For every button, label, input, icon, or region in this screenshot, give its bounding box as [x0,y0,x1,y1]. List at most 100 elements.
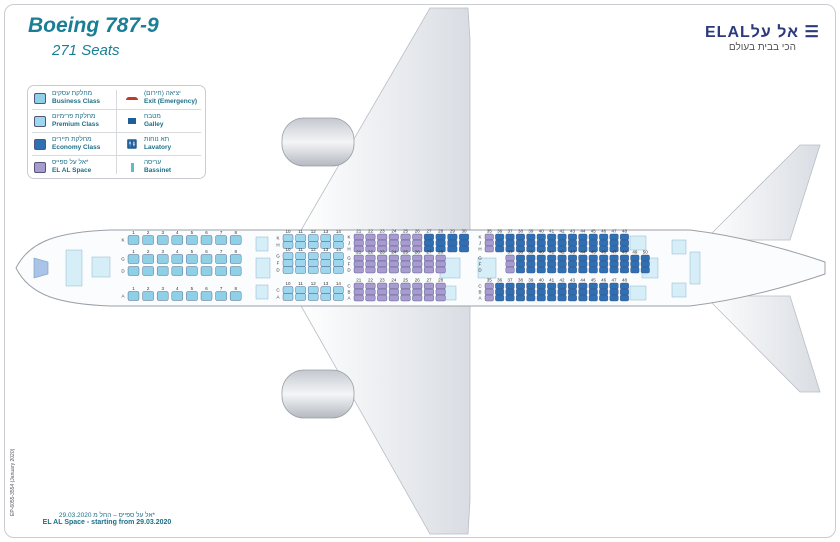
seat-14A[interactable] [333,293,344,301]
seat-47B[interactable] [609,288,619,296]
seat-44J[interactable] [578,239,588,247]
seat-29J[interactable] [447,239,458,247]
seat-45B[interactable] [588,288,598,296]
seat-13F[interactable] [320,259,331,267]
seat-41H[interactable] [547,245,557,253]
seat-50F[interactable] [640,260,650,268]
seat-37J[interactable] [505,239,515,247]
seat-37B[interactable] [505,288,515,296]
seat-44H[interactable] [578,245,588,253]
seat-25G[interactable] [400,254,411,262]
seat-35J[interactable] [484,239,494,247]
seat-4A[interactable] [171,291,184,301]
seat-40K[interactable] [536,233,546,241]
seat-45H[interactable] [588,245,598,253]
seat-26J[interactable] [412,239,423,247]
seat-21K[interactable] [353,233,364,241]
seat-6D[interactable] [200,266,213,276]
seat-24G[interactable] [388,254,399,262]
seat-47K[interactable] [609,233,619,241]
seat-48A[interactable] [620,294,629,302]
seat-28B[interactable] [435,288,446,296]
seat-41C[interactable] [547,282,557,290]
seat-25B[interactable] [400,288,411,296]
seat-35K[interactable] [484,233,494,241]
seat-42J[interactable] [557,239,567,247]
seat-10G[interactable] [282,252,294,260]
seat-40C[interactable] [536,282,546,290]
seat-12C[interactable] [308,286,319,294]
seat-50G[interactable] [640,254,650,262]
seat-24C[interactable] [388,282,399,290]
seat-25F[interactable] [400,260,411,268]
seat-41B[interactable] [547,288,557,296]
seat-1D[interactable] [127,266,140,276]
seat-48K[interactable] [620,233,629,241]
seat-10C[interactable] [282,286,294,294]
seat-8D[interactable] [229,266,242,276]
seat-28J[interactable] [435,239,446,247]
seat-43H[interactable] [568,245,577,253]
seat-23F[interactable] [377,260,388,268]
seat-38H[interactable] [516,245,525,253]
seat-21C[interactable] [353,282,364,290]
seat-47F[interactable] [609,260,619,268]
seat-27K[interactable] [424,233,434,241]
seat-11D[interactable] [295,266,306,274]
seat-11C[interactable] [295,286,306,294]
seat-37G[interactable] [505,254,515,262]
seat-23D[interactable] [377,266,388,274]
seat-45F[interactable] [588,260,598,268]
seat-36H[interactable] [495,245,505,253]
seat-42H[interactable] [557,245,567,253]
seat-45J[interactable] [588,239,598,247]
seat-44A[interactable] [578,294,588,302]
seat-38D[interactable] [516,266,525,274]
seat-43F[interactable] [568,260,577,268]
seat-28F[interactable] [435,260,446,268]
seat-22F[interactable] [365,260,376,268]
seat-13C[interactable] [320,286,331,294]
seat-27D[interactable] [424,266,434,274]
seat-42D[interactable] [557,266,567,274]
seat-12K[interactable] [308,234,319,242]
seat-39F[interactable] [526,260,536,268]
seat-24B[interactable] [388,288,399,296]
seat-48J[interactable] [620,239,629,247]
seat-14F[interactable] [333,259,344,267]
seat-22A[interactable] [365,294,376,302]
seat-42K[interactable] [557,233,567,241]
seat-43A[interactable] [568,294,577,302]
seat-28K[interactable] [435,233,446,241]
seat-44B[interactable] [578,288,588,296]
seat-27C[interactable] [424,282,434,290]
seat-44C[interactable] [578,282,588,290]
seat-7K[interactable] [215,235,227,245]
seat-5A[interactable] [186,291,198,301]
seat-48C[interactable] [620,282,629,290]
seat-13D[interactable] [320,266,331,274]
seat-42A[interactable] [557,294,567,302]
seat-8K[interactable] [229,235,242,245]
seat-11F[interactable] [295,259,306,267]
seat-10D[interactable] [282,266,294,274]
seat-41F[interactable] [547,260,557,268]
seat-24K[interactable] [388,233,399,241]
seat-37D[interactable] [505,266,515,274]
seat-22B[interactable] [365,288,376,296]
seat-37K[interactable] [505,233,515,241]
seat-3K[interactable] [156,235,169,245]
seat-43D[interactable] [568,266,577,274]
seat-38J[interactable] [516,239,525,247]
seat-30H[interactable] [459,245,469,253]
seat-26D[interactable] [412,266,423,274]
seat-36B[interactable] [495,288,505,296]
seat-40B[interactable] [536,288,546,296]
seat-45K[interactable] [588,233,598,241]
seat-12A[interactable] [308,293,319,301]
seat-36A[interactable] [495,294,505,302]
seat-12H[interactable] [308,241,319,249]
seat-10A[interactable] [282,293,294,301]
seat-36J[interactable] [495,239,505,247]
seat-23B[interactable] [377,288,388,296]
